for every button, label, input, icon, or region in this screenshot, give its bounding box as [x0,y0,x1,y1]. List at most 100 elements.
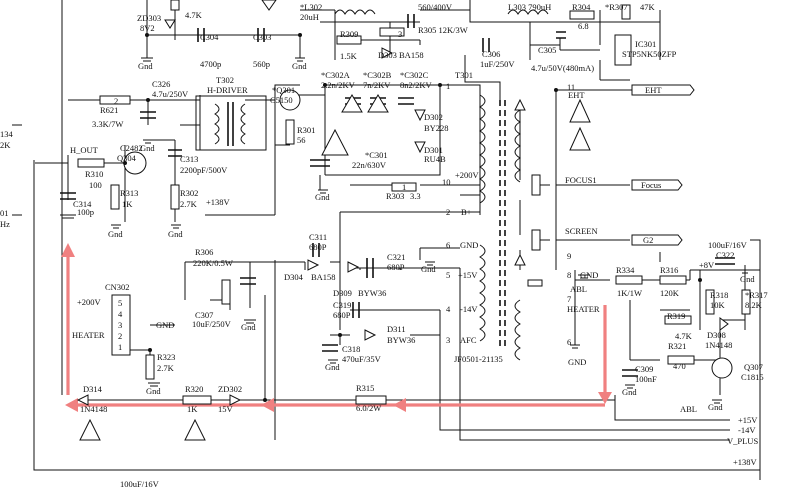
pin-5: 5 [446,270,450,280]
label-c302a-value: 2.2n/2KV [321,80,356,90]
label-c301: *C301 [365,150,388,160]
label-l303: L303 790uH [508,2,551,12]
label-r301: R301 [297,125,315,135]
label-r306-value: 220K/0.5W [193,258,233,268]
cn302-pin-2: 2 [118,331,122,341]
label-eht-terminal: EHT [645,85,662,95]
capacitor-c319 [352,302,360,318]
label-c302a: *C302A [321,70,351,80]
diode-d308 [719,317,729,331]
label-r304-value: 6.8 [578,21,589,31]
label-eht: EHT [568,90,585,100]
label-c318: C318 [342,344,360,354]
warning-triangle-c302b [367,94,389,113]
focus-pot [531,174,541,196]
diode-d302-up [514,98,526,111]
label-r302-value: 2.7K [180,199,198,209]
label-c2482: C2482 [120,143,143,153]
gnd-label-12: Gnd [708,402,723,412]
label-r309-value: 1.5K [340,51,358,61]
label-r304: R304 [572,2,591,12]
capacitor-c318 [322,344,338,352]
label-t302-value: H-DRIVER [207,85,248,95]
resistor-r323 [145,354,155,380]
label-heater-t: HEATER [567,304,600,314]
label-v14n: -14V [460,304,478,314]
label-c321-value: 680P [387,262,405,272]
label-q301: *Q301 [272,85,295,95]
label-r316-value: 120K [660,288,680,298]
pin-s2: 2 [114,96,118,106]
label-abl-right: ABL [680,404,697,414]
label-screen: SCREEN [565,226,598,236]
label-v138: +138V [206,197,231,207]
ic-ic301 [614,34,632,66]
gnd-label-7: Gnd [421,264,436,274]
pin-s3: 3 [398,29,402,39]
label-bottom-cut: 100uF/16V [120,479,160,487]
label-q307-value: C1815 [741,372,764,382]
screen-pot [531,229,541,251]
label-r302: R302 [180,188,198,198]
highlight-path [61,243,612,412]
label-gnd-6: GND [460,240,478,250]
label-q304: Q304 [117,153,137,163]
highlight-arrowhead-up [61,243,75,257]
label-c-100u: 100uF/16V [708,240,748,250]
label-c319: C319 [333,300,351,310]
diode-d303 [381,47,394,59]
warning-triangle-eht2 [569,126,591,151]
warning-triangle-eht [569,98,591,123]
capacitor-c303 [257,28,265,42]
label-r306: R306 [195,247,213,257]
diode-eht [514,253,526,266]
resistor-r301 [285,119,295,145]
warning-triangle-mid [321,128,349,156]
resistor-r621 [99,95,131,105]
label-r621: R621 [100,105,118,115]
label-r307: *R307 [605,2,628,12]
label-d311: D311 [387,324,406,334]
label-edge-01: 01 [0,208,9,218]
label-r315-value: 6.0/2W [356,403,381,413]
pin-10: 10 [442,177,451,187]
diode-d304 [307,259,320,271]
capacitor-c301 [310,159,330,167]
label-l302: *L302 [300,2,322,12]
capacitor-c-top [407,14,415,28]
label-c309: C309 [635,364,653,374]
label-afc: AFC [460,335,477,345]
label-rail-vplus: V_PLUS [727,436,758,446]
label-c314-value: 100p [77,207,94,217]
label-c309-value: 100nF [635,374,657,384]
transformer-t302 [195,95,267,151]
label-c307: C307 [195,310,213,320]
label-r303: R303 [386,191,404,201]
gnd-label-11: Gnd [622,387,637,397]
label-d309: D309 [333,288,352,298]
label-c319-value: 680P [333,310,351,320]
zener-zd303 [164,19,176,29]
label-q301-value: C5150 [270,95,293,105]
label-d303: D303 BA158 [378,50,424,60]
warning-triangle-c302a [341,94,363,113]
label-r315: R315 [356,383,374,393]
label-c322: C322 [716,250,734,260]
diode-d314 [76,394,89,406]
resistor-r4-7k [170,0,180,11]
label-r334-value: 1K/1W [617,288,642,298]
label-t302: T302 [216,75,234,85]
label-zd303-value: 8V2 [140,23,155,33]
label-v200-t: +200V [455,170,480,180]
label-r621-value: 3.3K/7W [92,119,123,129]
label-t301: T301 [455,70,473,80]
capacitor-c305 [556,31,566,39]
label-c321: C321 [387,252,405,262]
resistor-r313 [110,184,120,210]
resistor-r319 [664,315,692,325]
resistor-r317 [741,289,751,315]
capacitor-c304 [197,28,205,42]
label-c305: C305 [538,45,556,55]
capacitor-c309 [622,369,638,377]
capacitor-c314 [60,192,76,200]
